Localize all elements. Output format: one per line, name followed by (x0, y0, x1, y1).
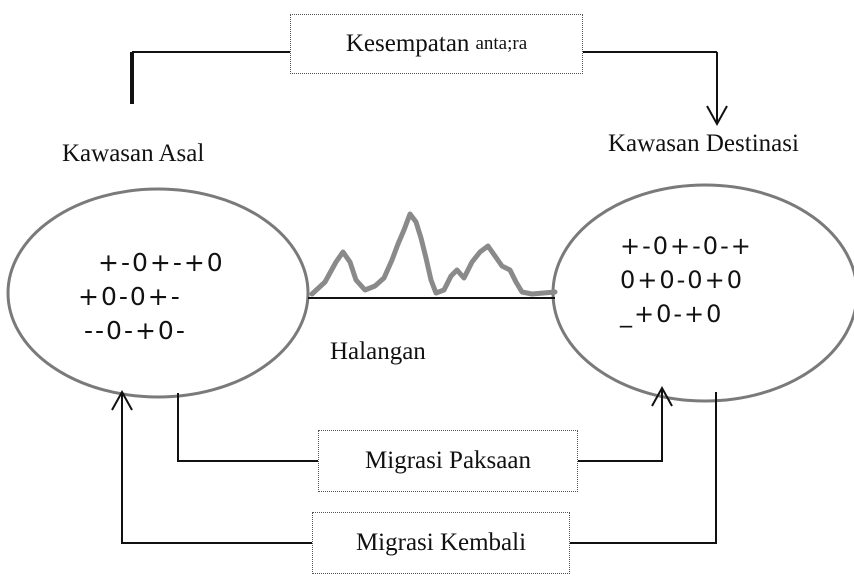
origin-label: Kawasan Asal (62, 140, 205, 167)
opportunity-box: Kesempatan anta;ra (290, 14, 583, 74)
return-migration-left-line (121, 392, 312, 544)
forced-migration-box: Migrasi Paksaan (318, 430, 578, 492)
obstacles-label: Halangan (330, 338, 426, 365)
forced-migration-left-line (177, 393, 318, 462)
destination-label: Kawasan Destinasi (608, 130, 799, 157)
obstacle-mountains (309, 211, 558, 297)
forced-migration-label: Migrasi Paksaan (365, 447, 531, 474)
opportunity-main-label: Kesempatan (345, 30, 470, 57)
opportunity-small-label: anta;ra (475, 33, 528, 54)
destination-factors-row: 0+0-0+0 (620, 266, 744, 294)
return-migration-label: Migrasi Kembali (355, 529, 527, 556)
origin-factors-row: --0-+0- (84, 316, 187, 345)
forced-migration-right-line (578, 390, 663, 462)
origin-ellipse (6, 187, 310, 399)
destination-arrowhead (706, 105, 728, 127)
origin-factors-row: +0-0+- (78, 282, 182, 311)
origin-factors-row: +-0+-+0 (98, 248, 225, 277)
return-migration-right-line (570, 392, 717, 544)
origin-arrowhead (111, 389, 133, 411)
return-migration-box: Migrasi Kembali (312, 512, 570, 574)
destination-factors-row: +-0+-0-+ (620, 232, 753, 260)
forced-migration-arrowhead (651, 385, 673, 407)
destination-factors-row: _+0-+0 (620, 300, 724, 328)
